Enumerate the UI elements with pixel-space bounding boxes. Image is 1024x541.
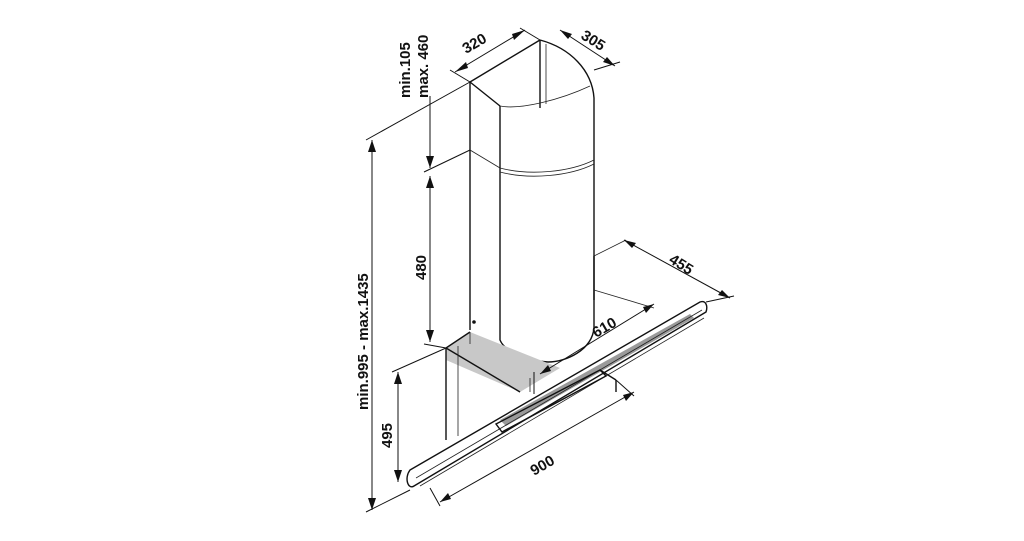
dim-label-305: 305 — [578, 27, 608, 55]
dim-label-min105: min.105 — [397, 42, 414, 98]
dim-label-max460: max. 460 — [415, 35, 432, 98]
dim-label-total-height: min.995 - max.1435 — [355, 273, 372, 410]
dimension-lines — [365, 27, 735, 513]
dim-label-455: 455 — [666, 251, 696, 279]
dim-label-900: 900 — [528, 452, 558, 479]
hood-outline — [406, 39, 708, 488]
dim-label-495: 495 — [379, 423, 396, 448]
dim-label-480: 480 — [413, 255, 430, 280]
